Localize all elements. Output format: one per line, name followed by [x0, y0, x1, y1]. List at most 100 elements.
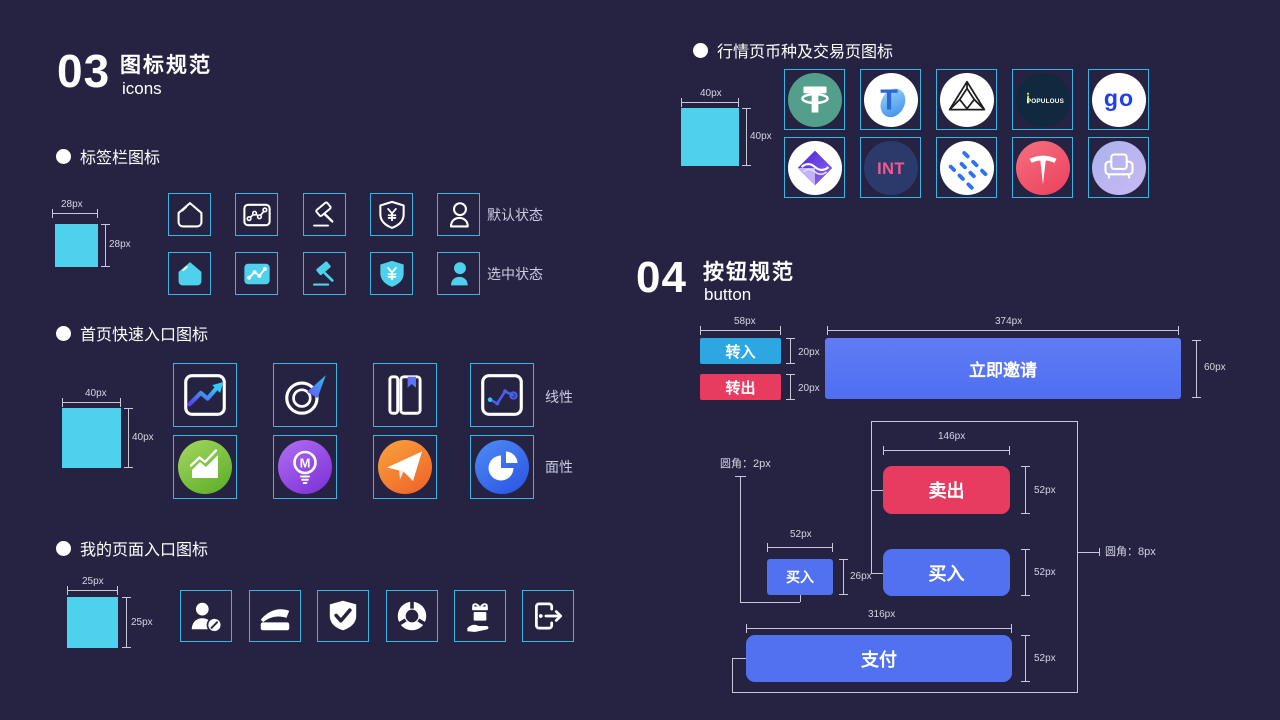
coin-box: T — [860, 69, 921, 130]
section-03-title: 图标规范 — [120, 54, 212, 77]
dimension-label: 52px — [1034, 567, 1056, 578]
coin-box: INT — [860, 137, 921, 198]
exit-door-icon — [535, 602, 563, 630]
size-swatch-28px — [55, 224, 98, 267]
dimension-label: 52px — [1034, 485, 1056, 496]
dimension-label: 28px — [61, 199, 83, 210]
tab-icon-box — [168, 252, 211, 295]
augur-icon — [939, 72, 994, 127]
section-04-title: 按钮规范 — [703, 261, 795, 284]
trend-arrow-icon — [184, 374, 226, 416]
selected-state-label: 选中状态 — [487, 266, 543, 282]
dimension-label: 28px — [109, 239, 131, 250]
section-03-subtitle: icons — [122, 79, 162, 98]
bracket-line — [871, 421, 872, 573]
coin-box — [936, 137, 997, 198]
coin-box — [784, 137, 845, 198]
area-chart-green-icon — [178, 440, 232, 494]
trade-gavel-icon-selected — [312, 260, 334, 286]
dimension-line — [1021, 549, 1030, 596]
tabbar-heading: 标签栏图标 — [56, 144, 160, 168]
bracket-line — [800, 594, 801, 602]
m-bulb-purple-icon: M — [278, 440, 332, 494]
coin-box: POPULOUS — [1012, 69, 1073, 130]
dimension-line — [839, 559, 848, 595]
pie-chart-blue-icon — [475, 440, 529, 494]
bracket-line — [871, 421, 1077, 422]
bracket-line — [732, 658, 746, 659]
transfer-out-button[interactable]: 转出 — [700, 374, 781, 400]
dimension-line — [746, 624, 1012, 633]
dimension-line — [1192, 340, 1201, 398]
section-04-subtitle: button — [704, 285, 752, 304]
dimension-line — [62, 398, 121, 407]
dimension-line — [700, 326, 781, 335]
coin-box — [1012, 137, 1073, 198]
sell-button[interactable]: 卖出 — [883, 466, 1010, 514]
lifebuoy-icon — [397, 600, 427, 631]
section-04-number: 04 — [636, 253, 687, 302]
bracket-line — [732, 658, 733, 692]
dimension-label: 40px — [700, 88, 722, 99]
dimension-line — [681, 98, 739, 107]
dimension-line — [124, 408, 133, 468]
bracket-line — [1077, 552, 1099, 553]
bank-card-icon — [260, 609, 290, 631]
paper-plane-orange-icon — [378, 440, 432, 494]
tesla-icon — [1015, 140, 1070, 195]
profile-person-icon — [449, 201, 469, 227]
quick-icon-box — [470, 435, 534, 499]
tab-icon-box — [168, 193, 211, 236]
size-swatch-40px — [681, 108, 739, 166]
quick-icon-box — [273, 363, 337, 427]
bullet-icon — [56, 540, 71, 556]
quick-heading-label: 首页快速入口图标 — [80, 327, 209, 344]
market-heading: 行情页币种及交易页图标 — [693, 38, 893, 62]
dimension-label: 58px — [734, 316, 756, 327]
telcoin-icon: T — [863, 72, 918, 127]
tab-icon-box — [303, 252, 346, 295]
gift-hand-icon — [467, 603, 489, 632]
dimension-line — [786, 338, 795, 364]
armchair-icon — [1091, 140, 1146, 195]
svg-text:go: go — [1103, 84, 1133, 110]
dimension-label: 52px — [1034, 653, 1056, 664]
linear-style-label: 线性 — [545, 389, 573, 405]
dimension-label: 26px — [850, 571, 872, 582]
quick-heading: 首页快速入口图标 — [56, 321, 208, 345]
bullet-icon — [56, 325, 71, 341]
dimension-label: 40px — [85, 388, 107, 399]
tabbar-heading-label: 标签栏图标 — [80, 150, 161, 167]
quick-icon-box — [173, 435, 237, 499]
dimension-label: 25px — [131, 617, 153, 628]
dimension-label: 316px — [868, 609, 896, 620]
size-swatch-25px — [67, 597, 118, 648]
dimension-line — [1021, 466, 1030, 514]
dimension-label: 40px — [132, 432, 154, 443]
coin-box — [784, 69, 845, 130]
dimension-line — [122, 597, 131, 648]
bracket-line — [1077, 421, 1078, 692]
tab-icon-box — [303, 193, 346, 236]
default-state-label: 默认状态 — [487, 207, 543, 223]
buy-button[interactable]: 买入 — [883, 549, 1010, 596]
pay-button[interactable]: 支付 — [746, 635, 1012, 682]
coin-box — [1088, 137, 1149, 198]
profile-person-icon-selected — [450, 261, 468, 285]
mypage-heading-label: 我的页面入口图标 — [80, 542, 209, 559]
dimension-label: 20px — [798, 347, 820, 358]
transfer-in-button[interactable]: 转入 — [700, 338, 781, 364]
blue-dashes-icon — [939, 140, 994, 195]
dimension-line — [883, 446, 1010, 455]
dimension-label: 52px — [790, 529, 812, 540]
shield-check-icon — [329, 600, 357, 631]
buy-small-button[interactable]: 买入 — [767, 559, 833, 595]
dimension-label: 60px — [1204, 362, 1226, 373]
quick-icon-box: M — [273, 435, 337, 499]
bracket-line — [871, 573, 883, 574]
dimension-label: 20px — [798, 383, 820, 394]
populous-icon: POPULOUS — [1015, 72, 1070, 127]
dimension-line — [67, 586, 118, 595]
invite-now-button[interactable]: 立即邀请 — [825, 338, 1181, 399]
